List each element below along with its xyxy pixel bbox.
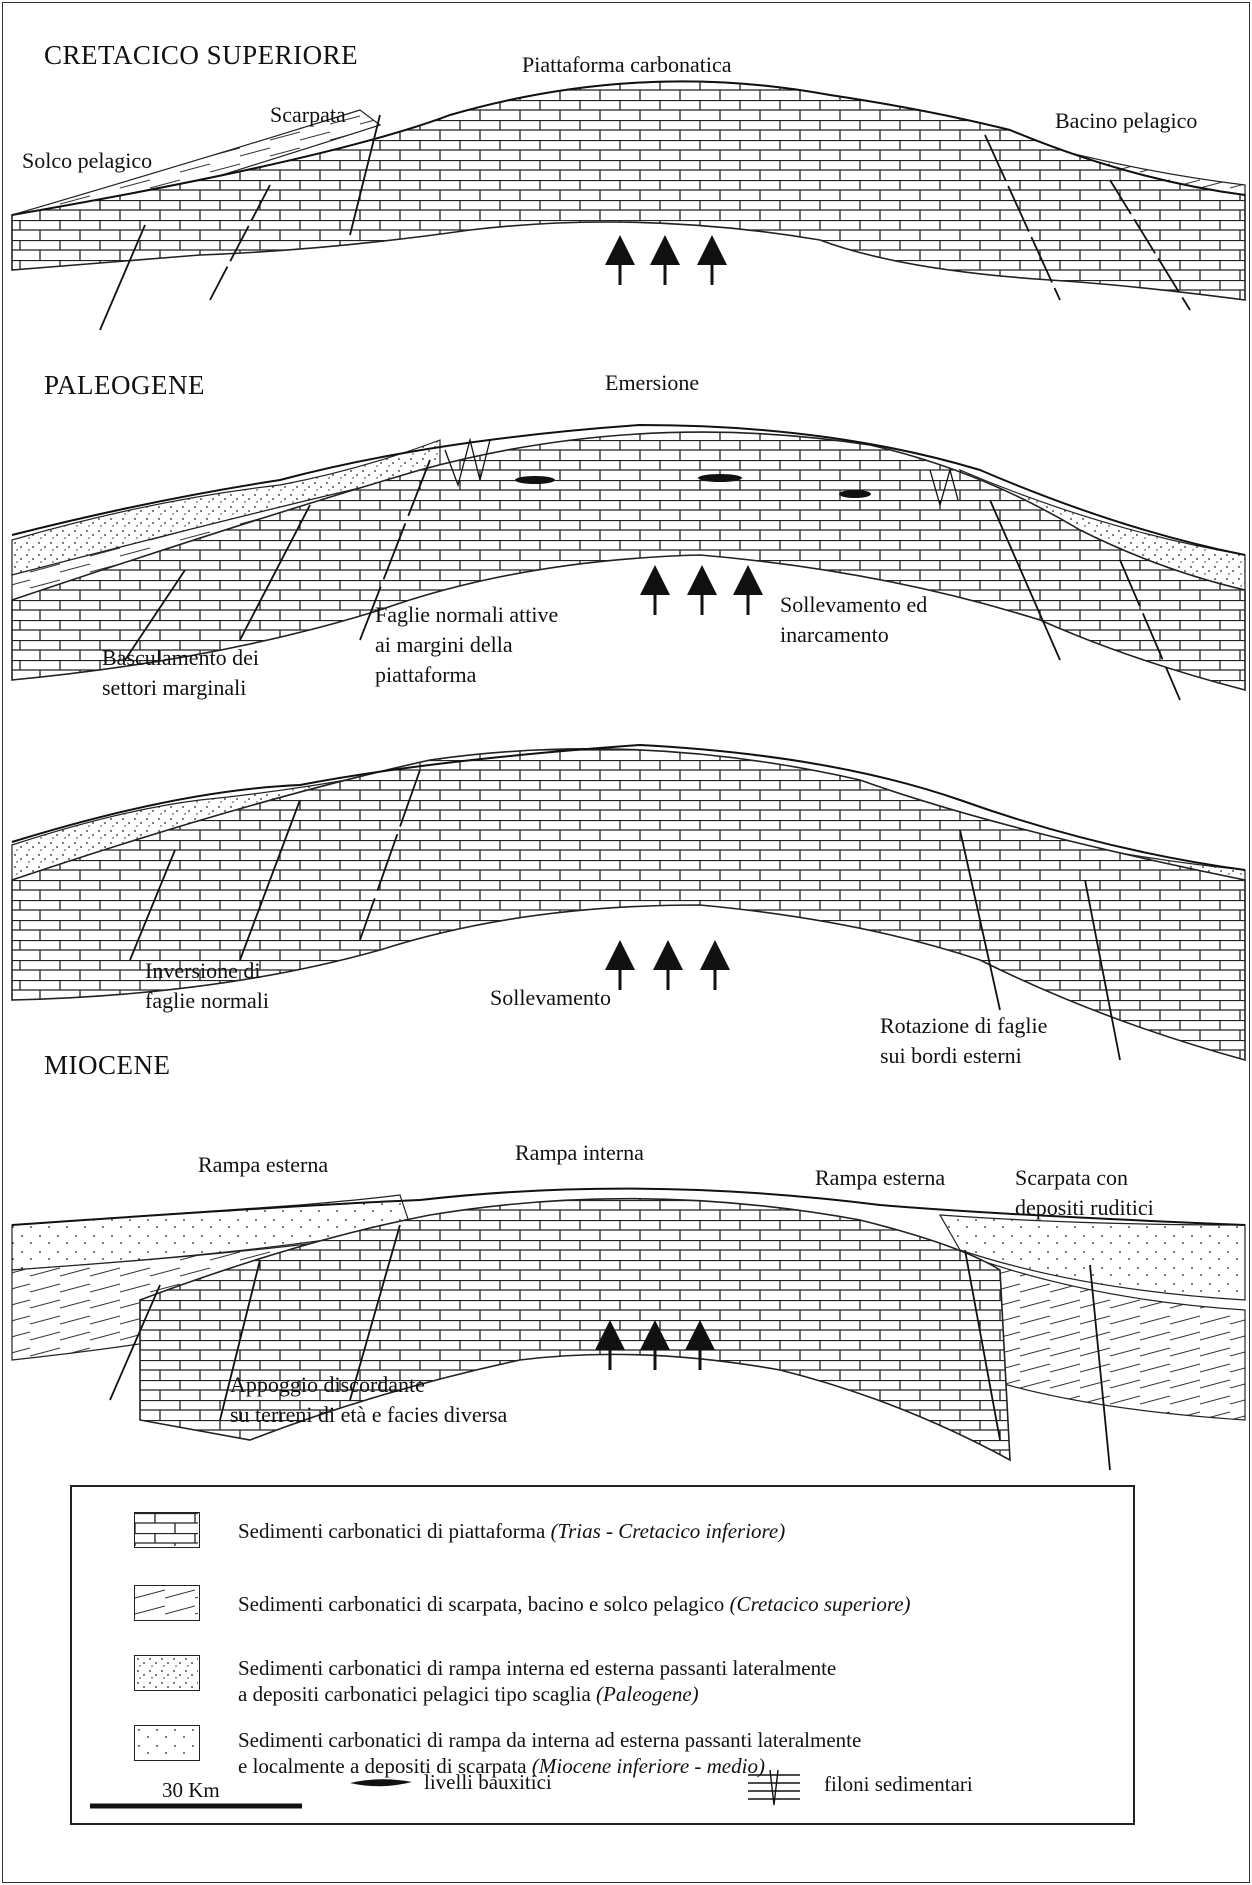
label-scarp-rudites-2: depositi ruditici — [1015, 1195, 1154, 1221]
legend-item-ramp-paleogene-1: Sedimenti carbonatici di rampa interna e… — [238, 1655, 836, 1681]
label-rotation-1: Rotazione di faglie — [880, 1013, 1047, 1039]
slope-lines-swatch — [134, 1585, 200, 1621]
label-uplift-arch-1: Sollevamento ed — [780, 592, 927, 618]
label-onlap-2: su terreni di età e facies diversa — [230, 1402, 507, 1428]
bauxite-lens-1 — [515, 476, 555, 484]
label-basin: Bacino pelagico — [1055, 108, 1197, 134]
label-uplift-arch-2: inarcamento — [780, 622, 889, 648]
label-faults-1: Faglie normali attive — [375, 602, 558, 628]
label-inversion-2: faglie normali — [145, 988, 269, 1014]
label-emersion: Emersione — [605, 370, 699, 396]
legend-box: Sedimenti carbonatici di piattaforma (Tr… — [70, 1485, 1135, 1825]
label-faults-2: ai margini della — [375, 632, 513, 658]
brick-pattern-swatch — [134, 1512, 200, 1548]
label-rotation-2: sui bordi esterni — [880, 1043, 1022, 1069]
dense-dots-swatch — [134, 1655, 200, 1691]
stage-label-miocene: MIOCENE — [44, 1052, 171, 1078]
stage-label-cretaceous: CRETACICO SUPERIORE — [44, 42, 358, 68]
label-scarp-rudites-1: Scarpata con — [1015, 1165, 1128, 1191]
label-platform: Piattaforma carbonatica — [522, 52, 732, 78]
label-tilt-1: Basculamento dei — [102, 645, 259, 671]
legend-item-platform: Sedimenti carbonatici di piattaforma (Tr… — [238, 1518, 785, 1544]
bauxite-lens-3 — [839, 490, 871, 498]
label-tilt-2: settori marginali — [102, 675, 246, 701]
label-inner-ramp: Rampa interna — [515, 1140, 644, 1166]
label-scarp: Scarpata — [270, 102, 346, 128]
label-onlap-1: Appoggio discordante — [230, 1372, 425, 1398]
sparse-dots-swatch — [134, 1725, 200, 1761]
label-outer-ramp-right: Rampa esterna — [815, 1165, 945, 1191]
label-faults-3: piattaforma — [375, 662, 476, 688]
bauxite-label: livelli bauxitici — [424, 1770, 552, 1795]
label-uplift-3: Sollevamento — [490, 985, 611, 1011]
legend-item-ramp-paleogene-2: a depositi carbonatici pelagici tipo sca… — [238, 1681, 699, 1707]
label-trough: Solco pelagico — [22, 148, 152, 174]
legend-item-slope: Sedimenti carbonatici di scarpata, bacin… — [238, 1591, 911, 1617]
label-outer-ramp-left: Rampa esterna — [198, 1152, 328, 1178]
scale-label: 30 Km — [162, 1778, 220, 1803]
legend-item-ramp-miocene-1: Sedimenti carbonatici di rampa da intern… — [238, 1727, 861, 1753]
bauxite-lens-2 — [698, 474, 742, 482]
label-inversion-1: Inversione di — [145, 958, 260, 984]
stage-label-paleogene: PALEOGENE — [44, 372, 205, 398]
panel-miocene — [12, 1189, 1245, 1470]
dykes-label: filoni sedimentari — [824, 1772, 973, 1797]
